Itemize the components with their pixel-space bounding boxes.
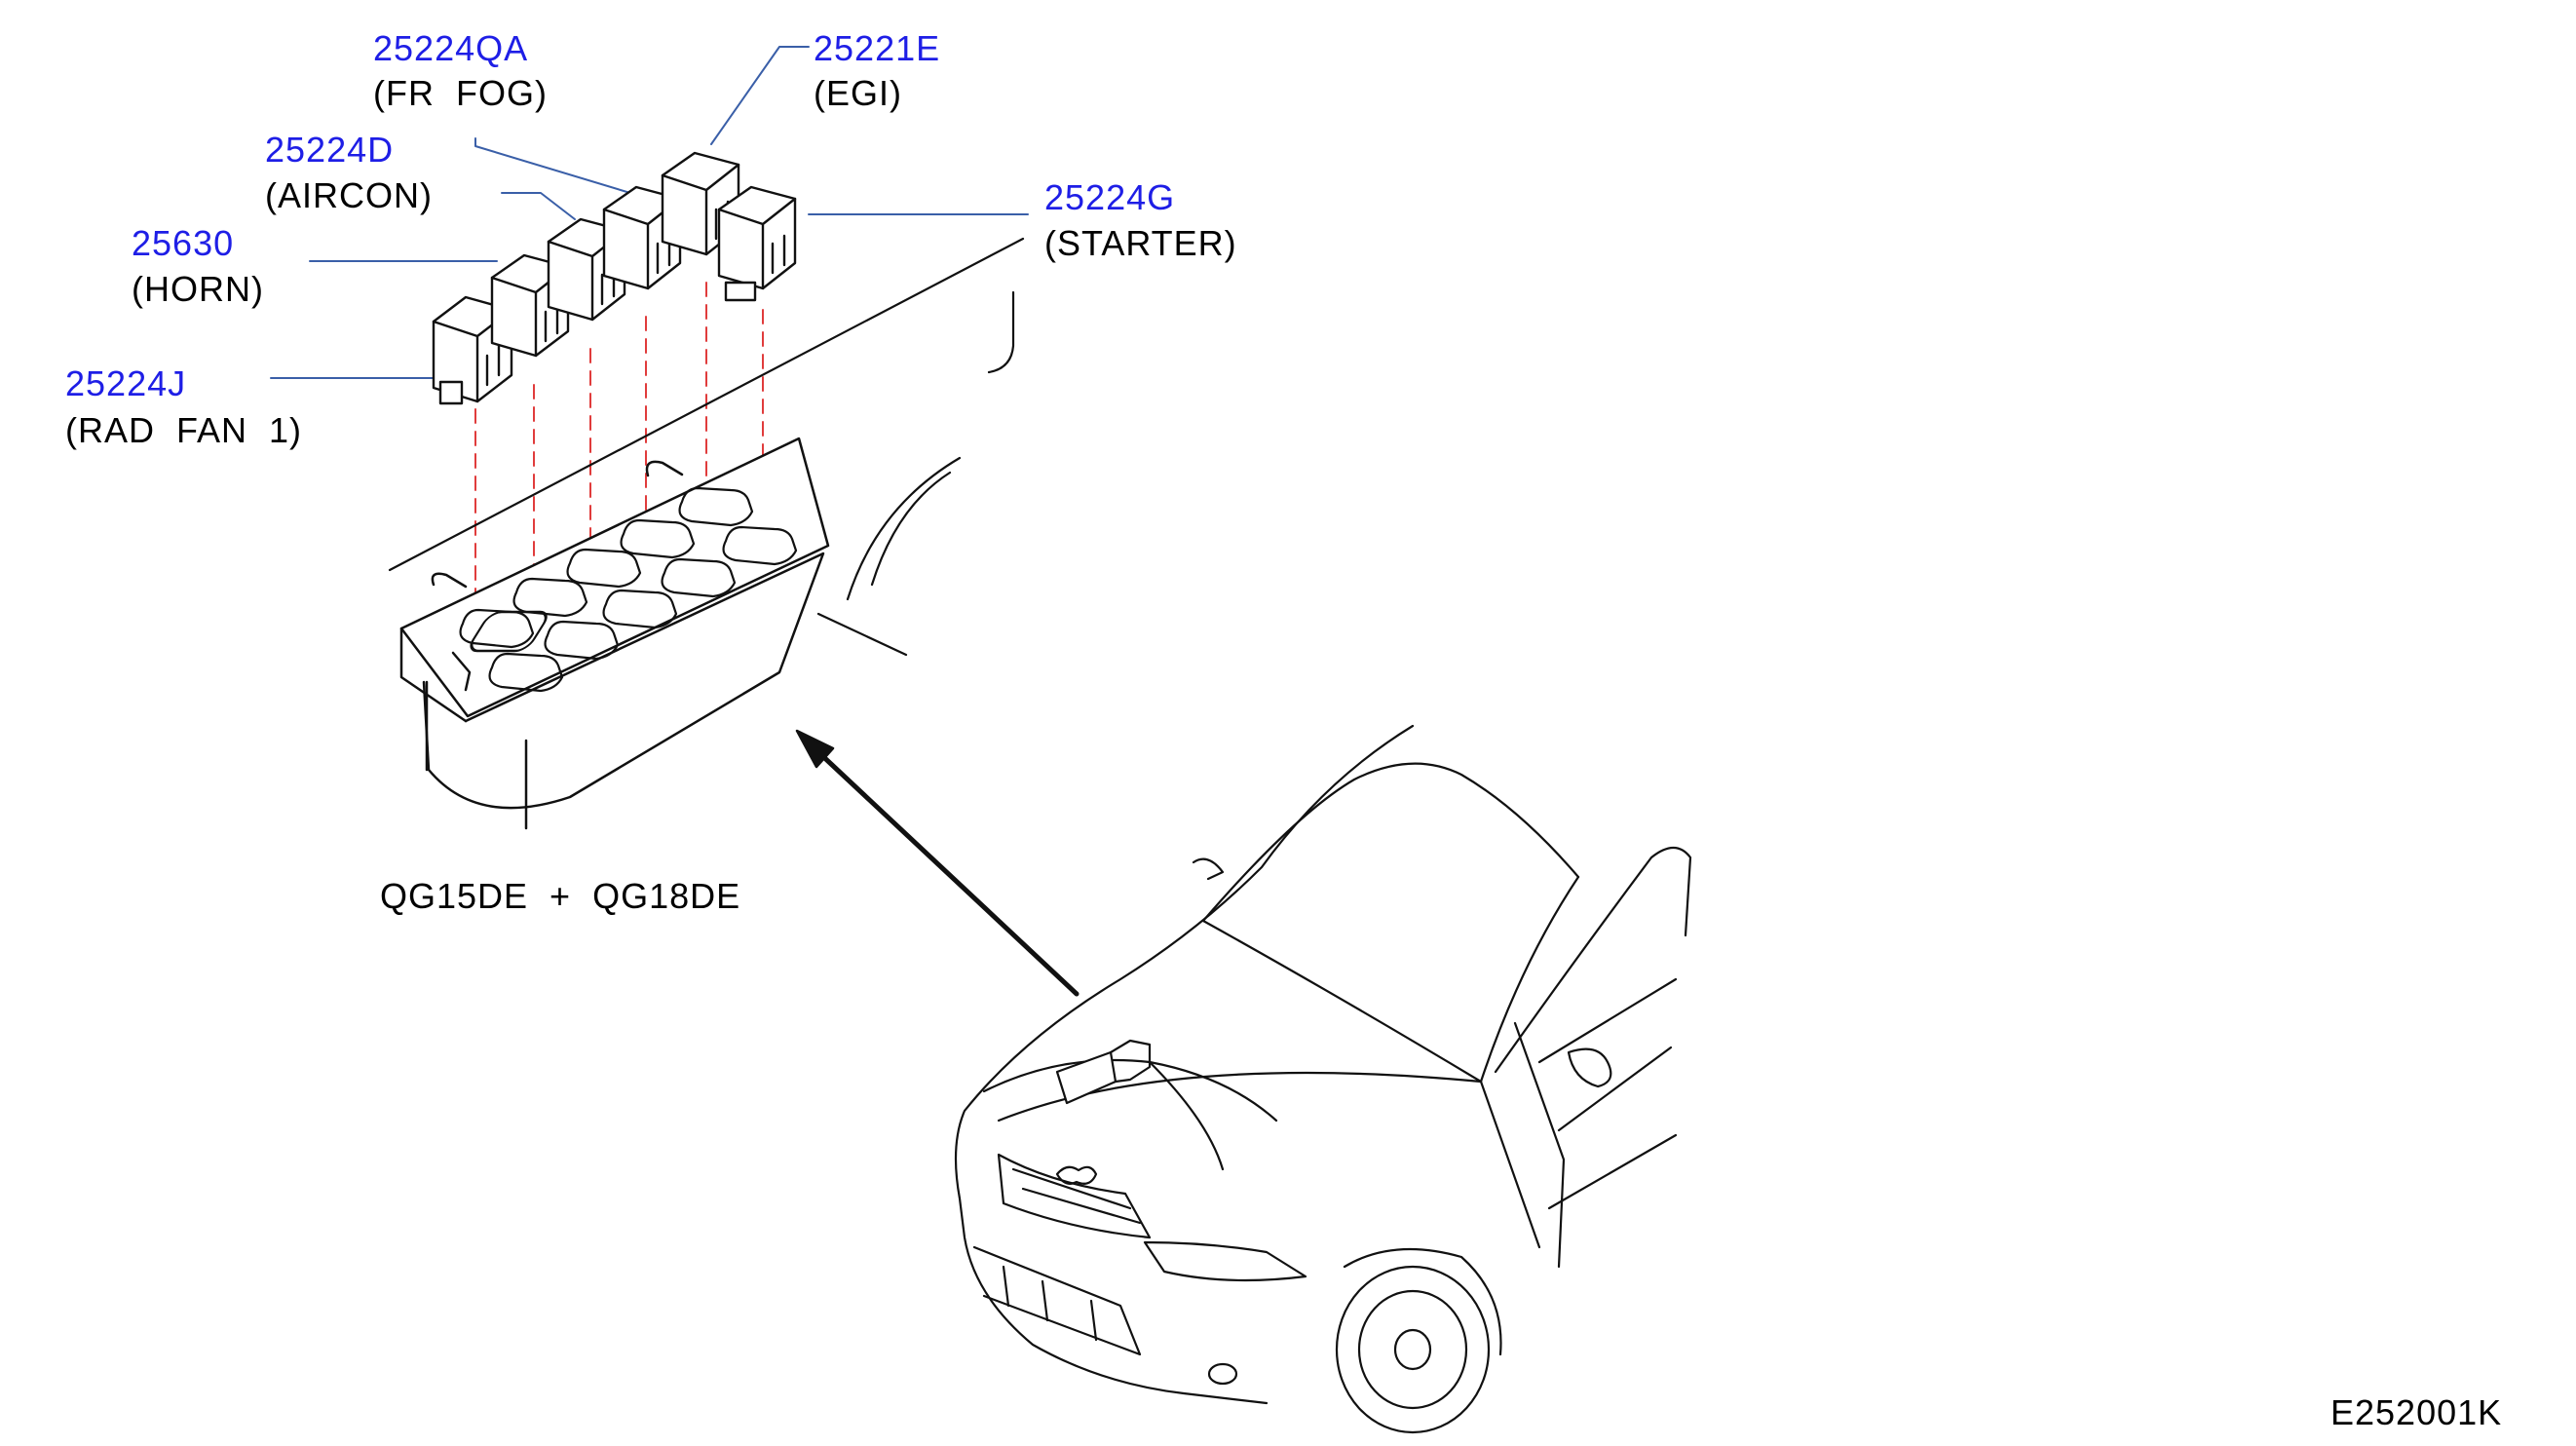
relay-fr-fog bbox=[602, 185, 682, 290]
relay-starter bbox=[717, 185, 797, 302]
part-number-starter[interactable]: 25224G bbox=[1044, 177, 1176, 217]
engine-bay-panel bbox=[388, 237, 1025, 657]
part-desc-horn: (HORN) bbox=[132, 269, 264, 309]
relays bbox=[432, 151, 797, 405]
part-desc-egi: (EGI) bbox=[814, 73, 902, 113]
part-desc-starter: (STARTER) bbox=[1044, 223, 1237, 263]
leader-fr-fog bbox=[474, 137, 663, 204]
diagram-code: E252001K bbox=[2330, 1392, 2503, 1432]
part-desc-fr-fog: (FR FOG) bbox=[373, 73, 548, 113]
engine-caption: QG15DE + QG18DE bbox=[380, 876, 741, 916]
leader-aircon bbox=[501, 192, 576, 220]
leader-egi bbox=[710, 46, 810, 145]
relay-sockets bbox=[459, 486, 798, 693]
part-number-aircon[interactable]: 25224D bbox=[265, 130, 395, 170]
car-illustration bbox=[954, 724, 1692, 1434]
part-desc-aircon: (AIRCON) bbox=[265, 175, 433, 215]
leader-lines bbox=[270, 46, 1029, 379]
part-desc-rad-fan: (RAD FAN 1) bbox=[65, 410, 303, 450]
part-number-fr-fog[interactable]: 25224QA bbox=[373, 28, 529, 68]
part-number-egi[interactable]: 25221E bbox=[814, 28, 941, 68]
part-number-horn[interactable]: 25630 bbox=[132, 223, 235, 263]
relay-box bbox=[399, 437, 830, 830]
location-arrow bbox=[795, 729, 1080, 997]
part-number-rad-fan[interactable]: 25224J bbox=[65, 363, 187, 403]
